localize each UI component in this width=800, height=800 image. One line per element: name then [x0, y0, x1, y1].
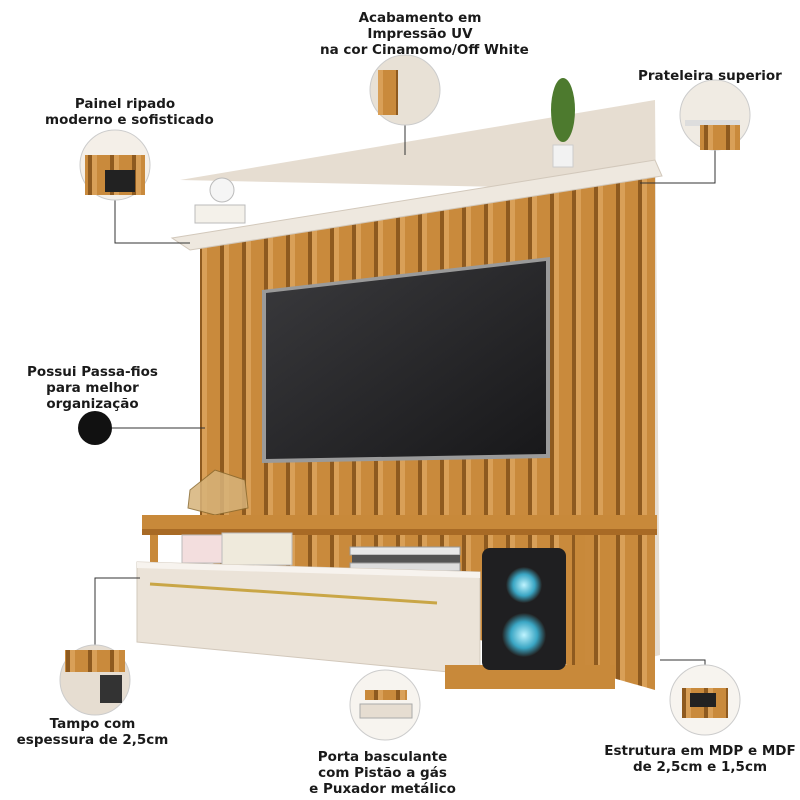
callout-text: Porta basculante: [317, 749, 448, 765]
callout-text: moderno e sofisticado: [45, 112, 214, 128]
callout-text: e Puxador metálico: [309, 781, 456, 797]
metal-handle: [149, 582, 438, 605]
console-top: [142, 515, 657, 529]
callout-text: Impressão UV: [367, 26, 473, 42]
callout-finish: Acabamento em Impressão UV na cor Cinamo…: [320, 10, 529, 58]
callout-top-shelf: Prateleira superior: [638, 68, 782, 84]
callout-text: Estrutura em MDP e MDF: [604, 743, 796, 759]
callout-text: Prateleira superior: [638, 68, 782, 84]
callout-text: de 2,5cm e 1,5cm: [632, 759, 768, 775]
callout-structure: Estrutura em MDP e MDF de 2,5cm e 1,5cm: [600, 743, 800, 775]
callout-text: Possui Passa-fios: [27, 364, 158, 380]
callout-text: para melhor: [46, 380, 139, 396]
callout-text: com Pistão a gás: [318, 765, 447, 781]
callout-cable-pass: Possui Passa-fios para melhor organizaçã…: [15, 364, 170, 412]
callout-slatted-panel: Painel ripado moderno e sofisticado: [45, 96, 214, 128]
callout-text: Painel ripado: [74, 96, 176, 112]
callout-flap-door: Porta basculante com Pistão a gás e Puxa…: [300, 749, 465, 797]
callout-top-thickness: Tampo com espessura de 2,5cm: [10, 716, 175, 748]
callout-text: na cor Cinamomo/Off White: [320, 42, 529, 58]
cable-hole-dot: [78, 411, 112, 445]
back-panel: [180, 100, 660, 660]
callout-text: espessura de 2,5cm: [16, 732, 169, 748]
callout-lines: [94, 125, 716, 665]
callout-text: Tampo com: [49, 716, 136, 732]
callout-text: Acabamento em: [358, 10, 482, 26]
thumbnails: [59, 54, 751, 741]
top-shelf: [170, 159, 663, 251]
flap-door: [136, 561, 481, 676]
callout-text: organização: [46, 396, 139, 412]
